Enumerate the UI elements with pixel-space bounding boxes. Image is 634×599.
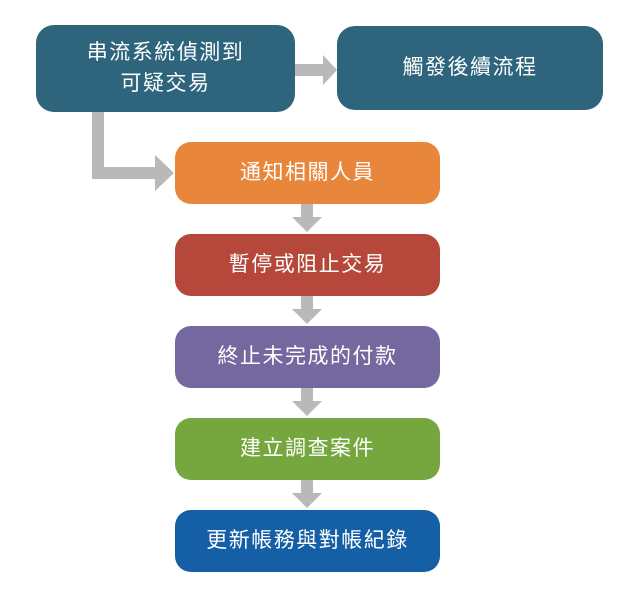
arrow-investigate-to-update-icon (292, 480, 322, 508)
node-notify-label: 通知相關人員 (240, 160, 375, 184)
node-detect: 串流系統偵測到 可疑交易 (36, 25, 295, 112)
node-halt-label: 暫停或阻止交易 (228, 252, 387, 276)
node-trigger: 觸發後續流程 (337, 26, 603, 110)
arrow-detect-to-notify-icon (92, 112, 174, 191)
node-halt: 暫停或阻止交易 (175, 234, 440, 296)
node-investigate-label: 建立調查案件 (240, 436, 375, 460)
node-terminate-label: 終止未完成的付款 (217, 344, 398, 368)
arrow-detect-to-trigger-icon (295, 55, 337, 85)
node-terminate: 終止未完成的付款 (175, 326, 440, 388)
node-notify: 通知相關人員 (175, 142, 440, 204)
arrow-halt-to-terminate-icon (292, 296, 322, 324)
node-update-label: 更新帳務與對帳紀錄 (206, 528, 409, 552)
arrow-terminate-to-investigate-icon (292, 388, 322, 416)
node-investigate: 建立調查案件 (175, 418, 440, 480)
node-trigger-label: 觸發後續流程 (402, 55, 538, 79)
arrow-notify-to-halt-icon (292, 204, 322, 232)
node-detect-label: 串流系統偵測到 可疑交易 (86, 41, 245, 95)
node-update: 更新帳務與對帳紀錄 (175, 510, 440, 572)
